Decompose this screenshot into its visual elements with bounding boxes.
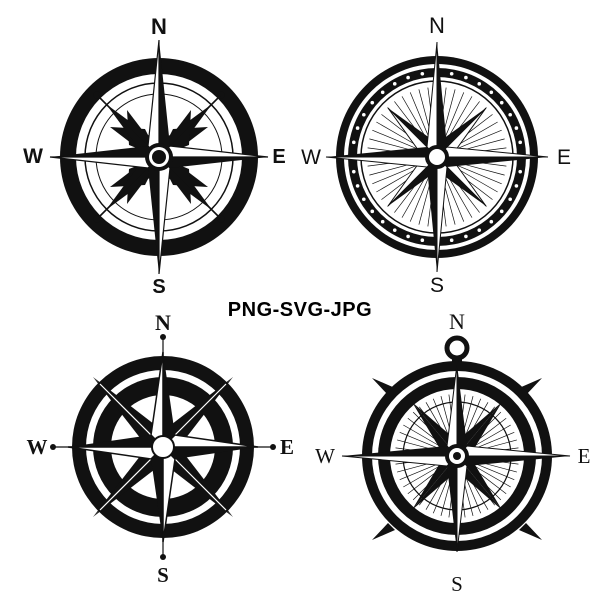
west-label-3: W <box>27 435 48 459</box>
compass-rose-3: N S W E <box>27 310 295 587</box>
east-label-3: E <box>280 435 294 459</box>
south-label-3: S <box>157 563 169 587</box>
east-label-1: E <box>272 146 285 168</box>
north-label-2: N <box>429 13 445 38</box>
west-label-4: W <box>315 444 335 468</box>
west-label-1: W <box>23 145 43 168</box>
north-label-3: N <box>155 310 171 335</box>
compass-rose-2: N S W E <box>301 13 571 297</box>
east-label-4: E <box>578 444 591 468</box>
compass-rose-4: N S W E <box>315 309 590 596</box>
north-label-4: N <box>449 309 465 334</box>
east-label-2: E <box>557 146 571 169</box>
south-label-4: S <box>451 572 463 596</box>
format-caption: PNG-SVG-JPG <box>227 299 373 321</box>
south-label-1: S <box>152 276 165 298</box>
west-label-2: W <box>301 146 321 169</box>
south-label-2: S <box>430 274 444 297</box>
compass-rose-1: N S W E <box>23 14 286 298</box>
north-label-1: N <box>151 14 167 39</box>
